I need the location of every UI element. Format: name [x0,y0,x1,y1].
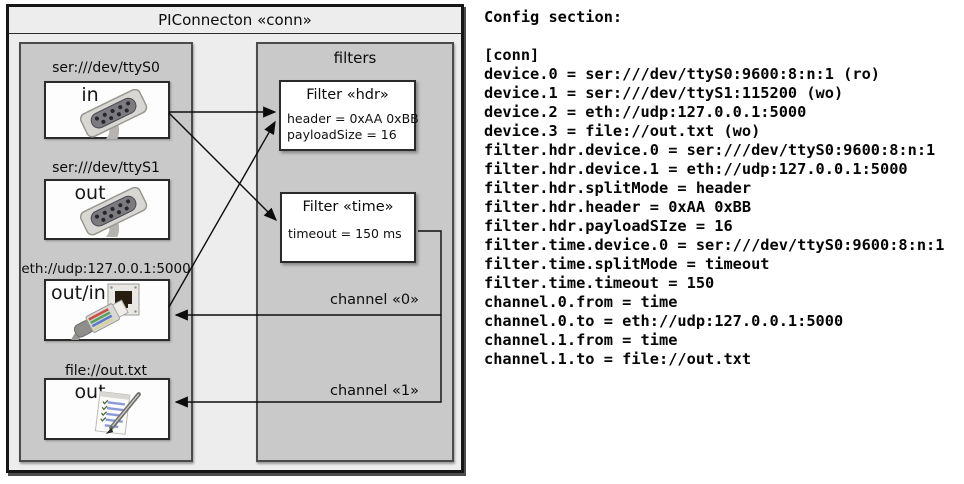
device-label-file: file://out.txt [64,363,148,379]
config-line: filter.time.timeout = 150 [484,274,715,292]
config-line: filter.hdr.device.0 = ser:///dev/ttyS0:9… [484,141,936,159]
diagram-title: PIConnecton «conn» [9,7,461,34]
config-section: Config section: [conn] device.0 = ser://… [484,8,962,369]
device-box-ttys0: in [44,81,170,139]
config-heading: Config section: [484,8,623,26]
filters-panel-title: filters [333,49,377,67]
filter-hdr-property: header = 0xAA 0xBB [287,111,419,126]
config-line: channel.0.from = time [484,293,678,311]
config-line: channel.1.to = file://out.txt [484,350,752,368]
device-box-eth: out/in [44,279,170,341]
device-mode-label: out [74,381,106,403]
config-line: device.2 = eth://udp:127.0.0.1:5000 [484,103,807,121]
config-line: filter.hdr.payloadSIze = 16 [484,217,733,235]
filter-time-property: timeout = 150 ms [288,226,402,241]
config-line: filter.hdr.device.1 = eth://udp:127.0.0.… [484,160,908,178]
filter-time-title: Filter «time» [302,199,394,215]
device-mode-label: in [81,84,99,106]
channel-0-label: channel «0» [330,292,419,308]
filter-hdr-box: Filter «hdr» header = 0xAA 0xBB payloadS… [279,80,419,151]
device-label-eth: eth://udp:127.0.0.1:5000 [21,261,191,277]
filter-hdr-title: Filter «hdr» [306,87,389,103]
serial-connector-icon [79,89,148,139]
filter-time-box: Filter «time» timeout = 150 ms [280,192,416,263]
device-box-file: out [44,378,170,440]
notepad-icon [94,390,141,435]
serial-connector-icon [79,187,148,237]
device-label-ttys1: ser:///dev/ttyS1 [52,160,160,176]
config-line: device.0 = ser:///dev/ttyS0:9600:8:n:1 (… [484,65,881,83]
config-line: filter.time.splitMode = timeout [484,255,770,273]
config-line: filter.hdr.header = 0xAA 0xBB [484,198,752,216]
config-line: device.3 = file://out.txt (wo) [484,122,761,140]
config-line: filter.time.device.0 = ser:///dev/ttyS0:… [484,236,945,254]
config-line: filter.hdr.splitMode = header [484,179,752,197]
ethernet-connector-icon [70,299,129,340]
device-mode-label: out [74,182,106,204]
config-line: channel.1.from = time [484,331,678,349]
device-mode-label: out/in [51,282,106,304]
channel-1-label: channel «1» [330,383,419,399]
config-line: channel.0.to = eth://udp:127.0.0.1:5000 [484,312,844,330]
device-label-ttys0: ser:///dev/ttyS0 [52,60,160,76]
config-line: [conn] [484,46,540,64]
device-box-ttys1: out [44,179,170,240]
filter-hdr-property: payloadSize = 16 [287,127,397,142]
config-line: device.1 = ser:///dev/ttyS1:115200 (wo) [484,84,844,102]
